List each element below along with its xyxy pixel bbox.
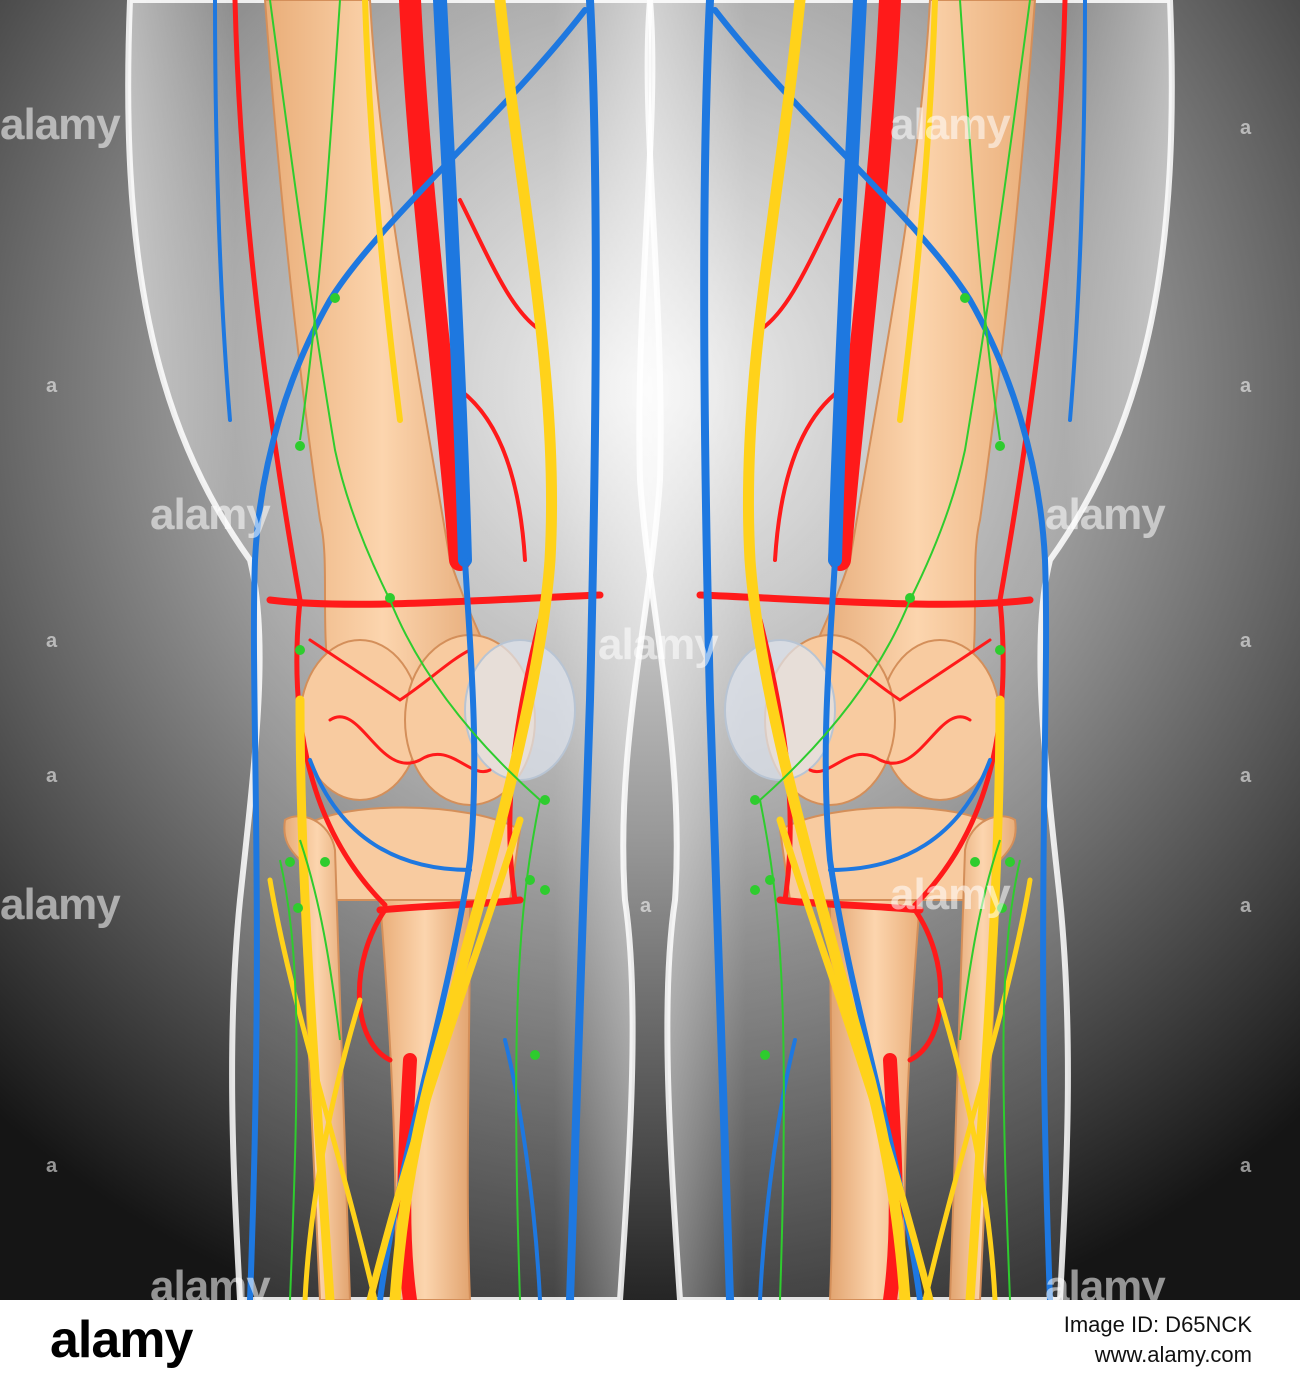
alamy-logo: alamy <box>50 1311 193 1369</box>
left-leg <box>213 0 604 1300</box>
right-lymph-nodes <box>750 293 1015 1060</box>
left-veins <box>213 0 600 1300</box>
knee-anatomy-illustration <box>0 0 1300 1300</box>
left-nerves <box>267 0 558 1300</box>
right-leg <box>696 0 1087 1300</box>
left-arteries <box>232 0 604 1300</box>
image-id-label: Image ID: D65NCK <box>1063 1312 1252 1337</box>
left-lymph <box>269 0 541 1300</box>
stock-photo-footer: alamy Image ID: D65NCK www.alamy.com <box>0 1300 1300 1390</box>
right-lymph <box>759 0 1031 1300</box>
right-nerves <box>742 0 1033 1300</box>
site-url: www.alamy.com <box>1094 1342 1252 1367</box>
left-lymph-nodes <box>285 293 550 1060</box>
